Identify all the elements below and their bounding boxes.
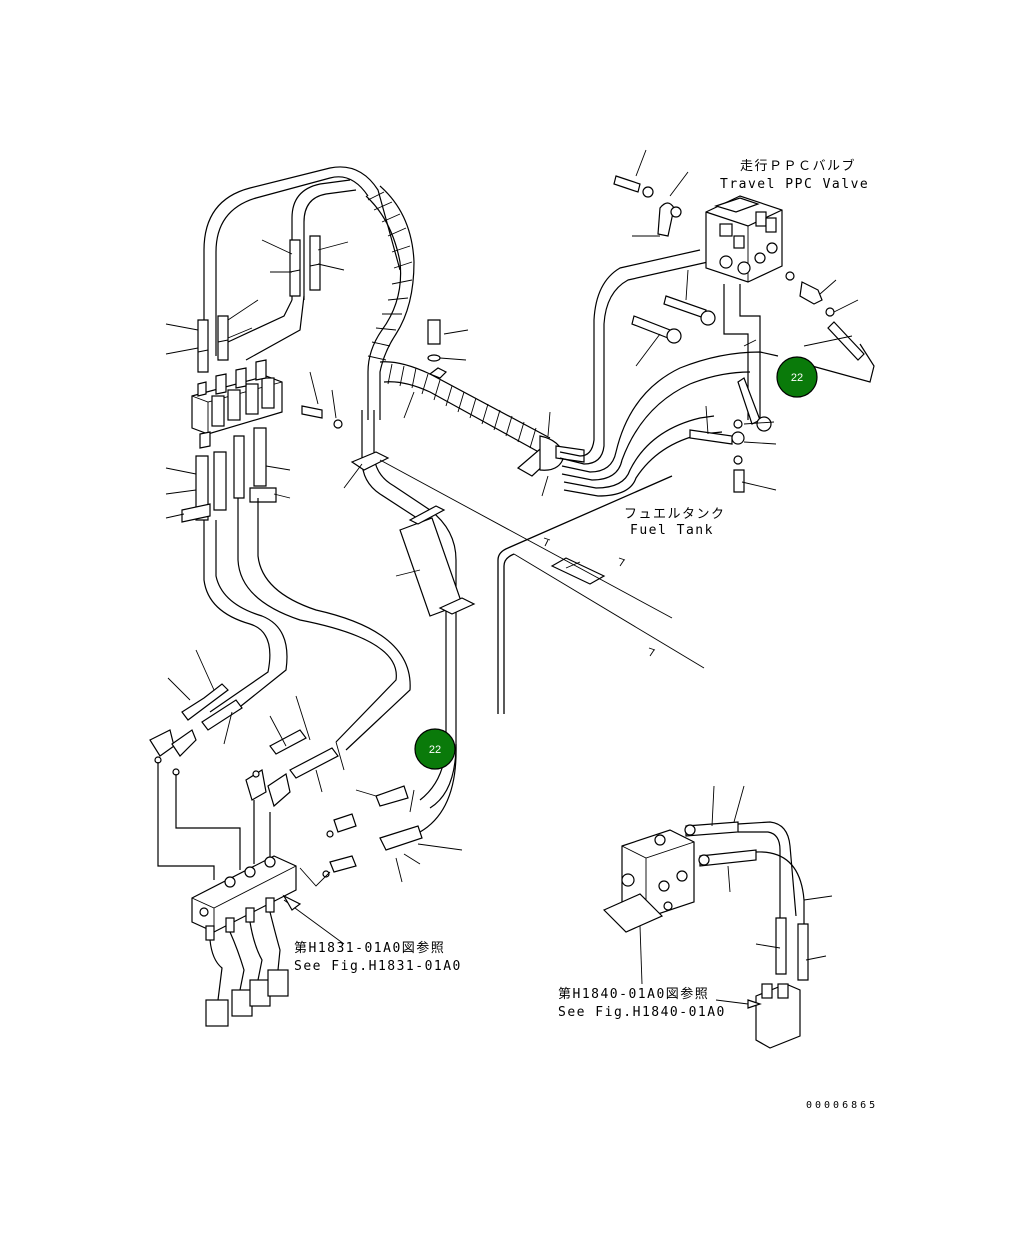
spiral-guard-horizontal xyxy=(387,363,537,449)
lower-fitting-group xyxy=(149,649,463,887)
callout-22-lower[interactable]: 22 xyxy=(414,728,456,770)
hose-bundle-left xyxy=(203,166,585,477)
fuel-tank-outline xyxy=(497,475,705,714)
middle-hose-sleeve xyxy=(343,410,673,833)
bolt-washer-middle xyxy=(301,319,551,497)
callout-circle-lower xyxy=(414,728,456,770)
see-fig-h1831-label-en: See Fig.H1831-01A0 xyxy=(294,959,462,974)
fuel-tank-label-en: Fuel Tank xyxy=(630,523,714,538)
bottom-right-valve xyxy=(602,785,833,1049)
pressure-switch-manifold xyxy=(191,855,345,1027)
travel-ppc-valve xyxy=(613,149,865,493)
see-fig-h1840-label-en: See Fig.H1840-01A0 xyxy=(558,1005,726,1020)
drawing-number: 00006865 xyxy=(806,1100,878,1111)
callout-number-upper: 22 xyxy=(791,372,803,384)
see-fig-h1840-label-jp: 第H1840-01A0図参照 xyxy=(558,986,709,1002)
upper-fittings xyxy=(165,235,349,373)
callout-circle-upper xyxy=(776,356,818,398)
see-fig-h1831-label-jp: 第H1831-01A0図参照 xyxy=(294,940,445,956)
hoses-to-ppc-valve xyxy=(559,249,875,497)
fuel-tank-label-jp: フュエルタンク xyxy=(624,507,726,522)
callout-number-lower: 22 xyxy=(429,744,441,756)
control-valve-assembly xyxy=(191,359,283,449)
callout-22-upper[interactable]: 22 xyxy=(776,356,818,398)
spiral-guard-vertical xyxy=(367,191,413,361)
travel-ppc-valve-label-jp: 走行ＰＰＣバルブ xyxy=(740,158,856,174)
travel-ppc-valve-label-en: Travel PPC Valve xyxy=(720,177,869,192)
lower-fittings xyxy=(165,427,411,751)
